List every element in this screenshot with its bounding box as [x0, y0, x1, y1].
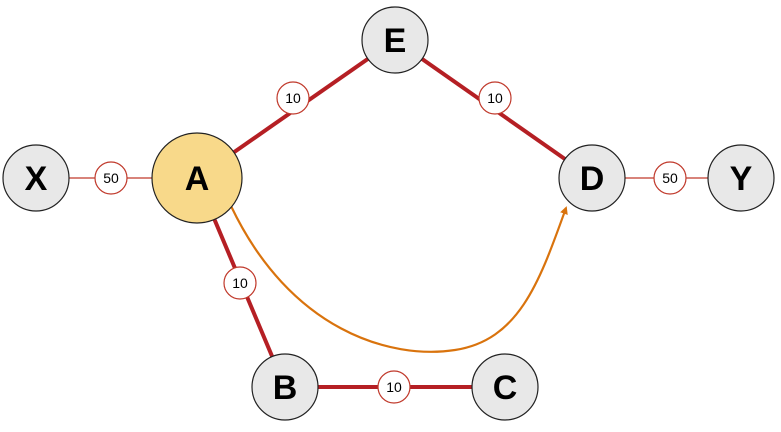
node-label: X — [25, 160, 48, 198]
edge-weight-label: 50 — [662, 170, 678, 186]
node-label: B — [273, 369, 298, 407]
nodes-layer: X A E D Y B C — [2, 6, 775, 421]
weight-badge-a-e: 10 — [276, 81, 310, 115]
node-circle — [251, 353, 319, 421]
node-label: E — [384, 22, 407, 60]
weight-badge-x-a: 50 — [94, 161, 128, 195]
edge-weight-label: 50 — [103, 170, 119, 186]
node-c[interactable]: C — [471, 353, 539, 421]
weight-badges-layer: 50 10 10 50 10 10 — [94, 81, 687, 404]
weight-badge-e-d: 10 — [478, 81, 512, 115]
node-a[interactable]: A — [151, 132, 243, 224]
node-label: A — [185, 160, 210, 198]
node-y[interactable]: Y — [707, 144, 775, 212]
edge-weight-label: 10 — [232, 275, 248, 291]
weight-badge-a-b: 10 — [223, 266, 257, 300]
weight-badge-d-y: 50 — [653, 161, 687, 195]
node-circle — [151, 132, 243, 224]
edge-weight-label: 10 — [487, 90, 503, 106]
node-circle — [558, 144, 626, 212]
node-circle — [2, 144, 70, 212]
node-circle — [361, 6, 429, 74]
arrow-layer — [230, 205, 568, 353]
path-arrow-a-to-d — [230, 205, 568, 353]
node-circle — [471, 353, 539, 421]
node-label: D — [580, 160, 605, 198]
edges-layer — [36, 38, 741, 389]
edge-weight-label: 10 — [285, 90, 301, 106]
weight-badge-b-c: 10 — [377, 370, 411, 404]
node-b[interactable]: B — [251, 353, 319, 421]
node-label: C — [493, 369, 518, 407]
node-label: Y — [730, 160, 753, 198]
node-x[interactable]: X — [2, 144, 70, 212]
node-d[interactable]: D — [558, 144, 626, 212]
node-e[interactable]: E — [361, 6, 429, 74]
node-circle — [707, 144, 775, 212]
edge-weight-label: 10 — [386, 379, 402, 395]
